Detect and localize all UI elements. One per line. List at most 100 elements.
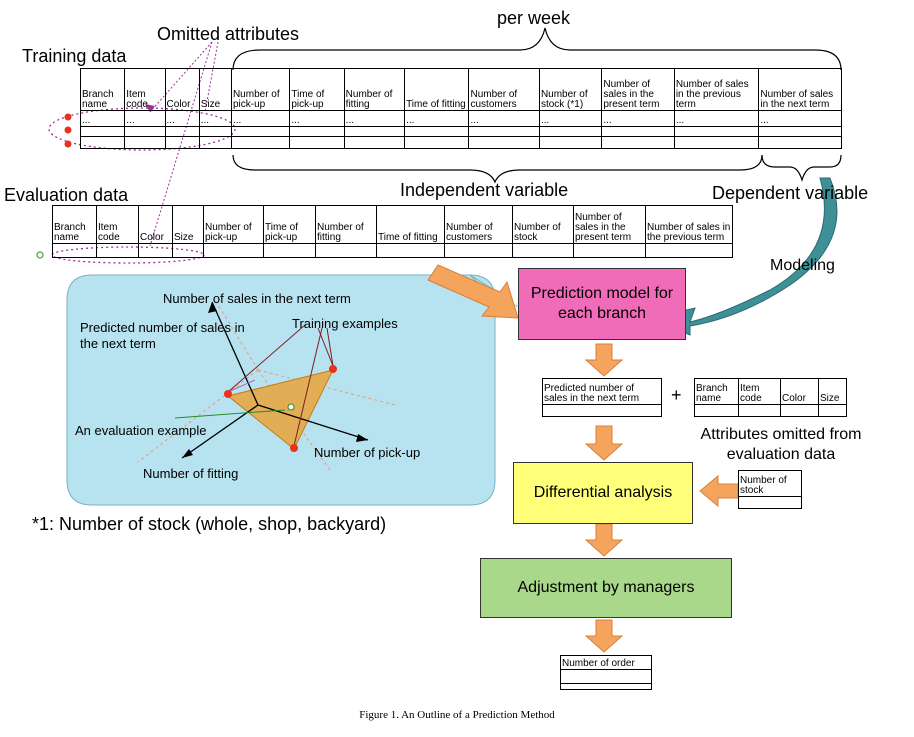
training-cell: ... xyxy=(758,110,842,127)
training-cell: ... xyxy=(404,110,470,127)
training-cell: ... xyxy=(343,110,406,127)
training-cell xyxy=(673,136,760,149)
evaluation-header-cell: Number of stock xyxy=(512,205,574,244)
training-cell xyxy=(124,126,166,137)
footnote: *1: Number of stock (whole, shop, backya… xyxy=(32,514,387,534)
training-cell: ... xyxy=(601,110,675,127)
evaluation-header-cell: Number of sales in the previous term xyxy=(645,205,733,244)
training-header-cell: Branch name xyxy=(79,68,126,111)
per-week-brace xyxy=(232,27,842,71)
training-cell xyxy=(164,136,200,149)
evaluation-header-cell: Color xyxy=(138,205,173,244)
evaluation-header-cell: Time of fitting xyxy=(376,205,445,244)
training-row: ....................................... xyxy=(79,110,842,127)
modeling-label: Modeling xyxy=(770,257,835,274)
training-cell xyxy=(289,126,345,137)
training-cell xyxy=(343,136,406,149)
evaluation-cell xyxy=(263,243,316,258)
omitted-attr-header-cell: Color xyxy=(780,378,819,405)
training-example-1 xyxy=(224,390,232,398)
training-cell xyxy=(124,136,166,149)
training-header-cell: Number of stock (*1) xyxy=(538,68,603,111)
training-cell: ... xyxy=(468,110,540,127)
pick-up-axis-label: Number of pick-up xyxy=(314,445,421,460)
arrow-to-model xyxy=(427,264,519,319)
training-header-cell: Number of pick-up xyxy=(230,68,291,111)
training-dot-3 xyxy=(64,140,72,148)
training-header-cell: Number of sales in the previous term xyxy=(673,68,760,111)
training-cell xyxy=(230,126,291,137)
training-cell xyxy=(289,136,345,149)
training-cell xyxy=(230,136,291,149)
omitted-attr-header-cell: Item code xyxy=(738,378,781,405)
training-row xyxy=(79,126,842,137)
attributes-omitted-label: Attributes omitted from evaluation data xyxy=(700,426,862,463)
prediction-plane xyxy=(226,369,334,450)
evaluation-header-cell: Number of customers xyxy=(444,205,513,244)
training-header-cell: Color xyxy=(164,68,200,111)
training-header-cell: Number of customers xyxy=(468,68,540,111)
training-cell xyxy=(468,126,540,137)
per-week-label: per week xyxy=(497,8,571,28)
evaluation-cell xyxy=(512,243,574,258)
evaluation-cell xyxy=(645,243,733,258)
training-cell: ... xyxy=(538,110,603,127)
order-cell xyxy=(560,669,652,684)
evaluation-cell xyxy=(315,243,377,258)
figure-caption: Figure 1. An Outline of a Prediction Met… xyxy=(359,709,555,721)
evaluation-cell xyxy=(172,243,204,258)
dependent-brace xyxy=(761,154,842,183)
arrow-diff-to-adjust xyxy=(584,523,624,557)
training-cell xyxy=(343,126,406,137)
training-cell: ... xyxy=(79,110,126,127)
independent-variable-label: Independent variable xyxy=(400,180,569,200)
training-cell xyxy=(404,136,470,149)
training-dot-1 xyxy=(64,113,72,121)
training-header-cell: Number of fitting xyxy=(343,68,406,111)
training-cell: ... xyxy=(673,110,760,127)
evaluation-example-label: An evaluation example xyxy=(75,423,207,438)
axis-next-term-label: Number of sales in the next term xyxy=(163,291,351,306)
training-example-2 xyxy=(329,365,337,373)
predicted-sales-header: Predicted number of sales in the next te… xyxy=(542,378,662,405)
training-cell: ... xyxy=(230,110,291,127)
dependent-variable-label: Dependent variable xyxy=(712,183,869,203)
evaluation-row xyxy=(52,243,733,258)
evaluation-header-cell: Number of fitting xyxy=(315,205,377,244)
evaluation-header-cell: Time of pick-up xyxy=(263,205,316,244)
training-example-3 xyxy=(290,444,298,452)
order-table: Number of order xyxy=(560,655,652,690)
training-header-cell: Time of fitting xyxy=(404,68,470,111)
omitted-attr-header-cell: Size xyxy=(818,378,847,405)
evaluation-cell xyxy=(96,243,139,258)
training-cell xyxy=(601,136,675,149)
arrow-stock-to-diff xyxy=(699,474,739,508)
training-cell xyxy=(758,126,842,137)
omitted-attributes-label: Omitted attributes xyxy=(157,24,300,44)
omitted-attr-header-cell: Branch name xyxy=(694,378,739,405)
arrow-adjust-to-order xyxy=(584,619,624,653)
training-cell xyxy=(79,126,126,137)
training-header-cell: Size xyxy=(198,68,232,111)
evaluation-cell xyxy=(573,243,646,258)
training-header-cell: Number of sales in the next term xyxy=(758,68,842,111)
arrow-predicted-to-diff xyxy=(584,425,624,461)
stock-header: Number of stock xyxy=(738,470,802,497)
stock-cell xyxy=(738,496,802,509)
evaluation-cell xyxy=(52,243,97,258)
evaluation-header-cell: Branch name xyxy=(52,205,97,244)
training-cell xyxy=(468,136,540,149)
order-header: Number of order xyxy=(560,655,652,670)
training-cell xyxy=(538,136,603,149)
training-header-cell: Number of sales in the present term xyxy=(601,68,675,111)
training-cell: ... xyxy=(289,110,345,127)
training-examples-label: Training examples xyxy=(292,316,398,331)
prediction-model-box: Prediction model for each branch xyxy=(518,268,686,340)
training-cell: ... xyxy=(124,110,166,127)
training-cell xyxy=(601,126,675,137)
evaluation-header-cell: Number of sales in the present term xyxy=(573,205,646,244)
stock-table: Number of stock xyxy=(738,470,802,509)
